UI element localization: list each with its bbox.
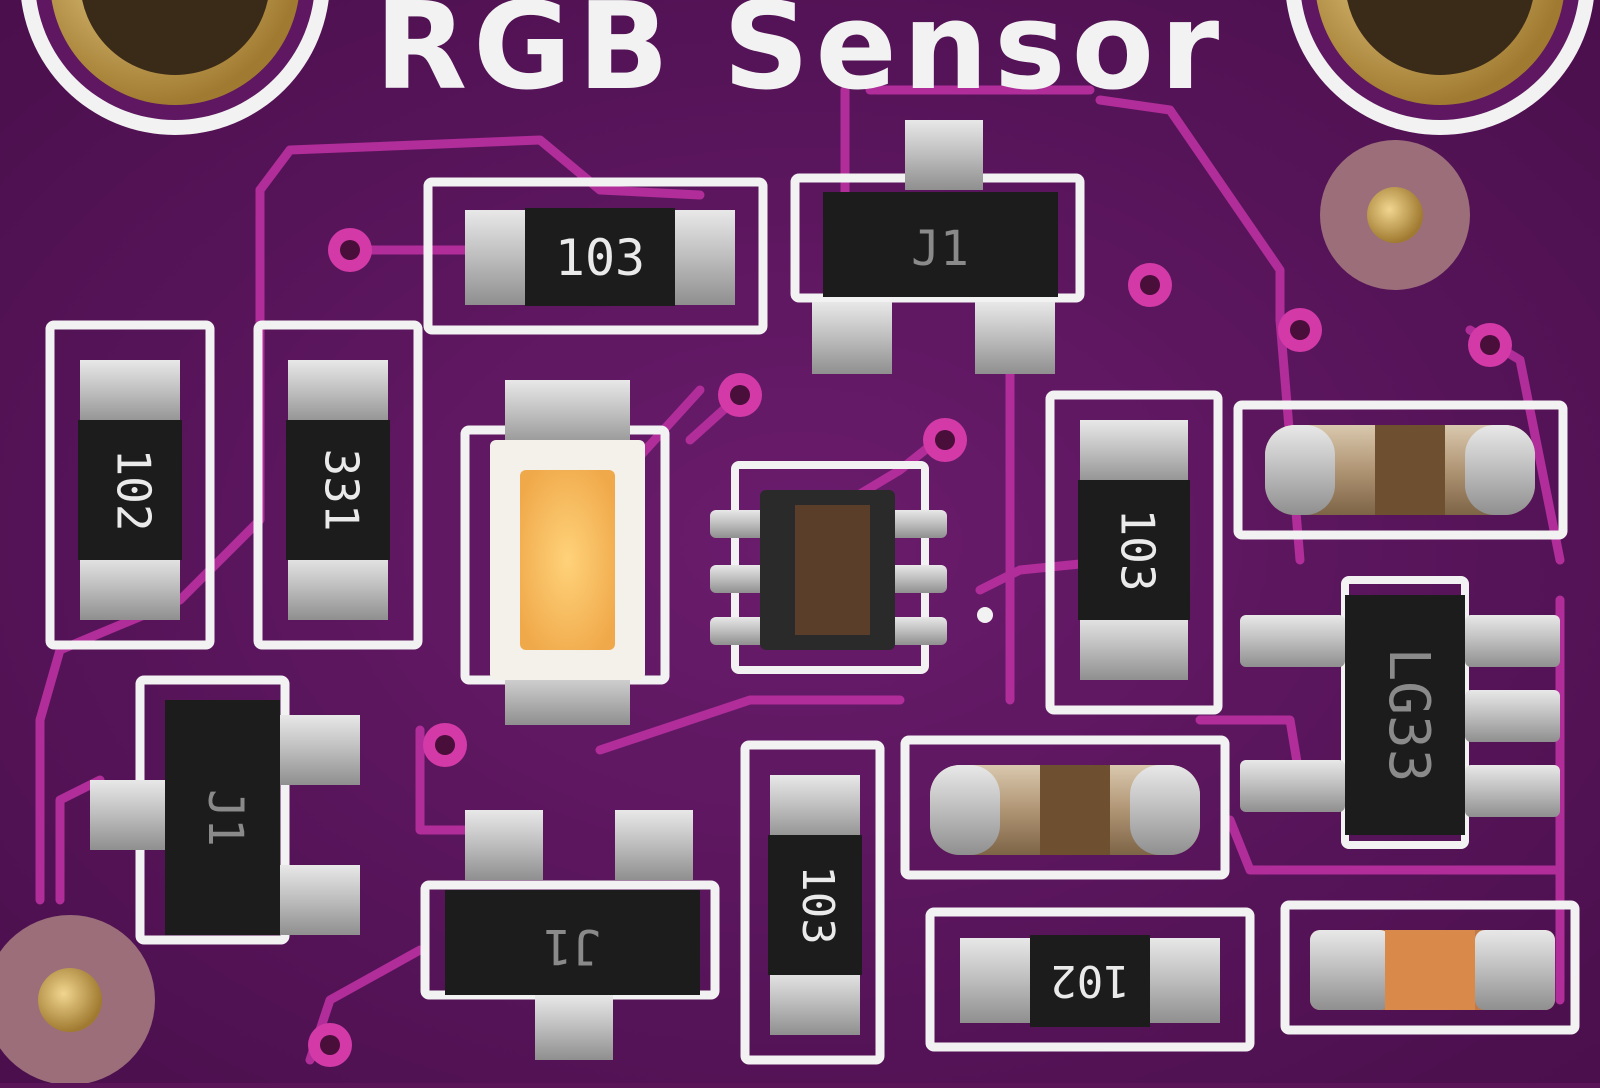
- resistor-mid-right-code: 103: [1111, 508, 1165, 591]
- transistor-top-label: J1: [911, 221, 969, 277]
- transistor-bottom-label: J1: [543, 918, 601, 974]
- resistor-left-1-code: 102: [107, 448, 161, 531]
- transistor-left-label: J1: [197, 789, 253, 847]
- resistor-bottom-mid: 103: [740, 740, 885, 1065]
- resistor-bottom-mid-code: 103: [792, 865, 843, 944]
- fiducial-right: [1320, 140, 1470, 290]
- board-title: RGB Sensor: [375, 0, 1225, 117]
- mounting-hole-top-left: [21, 0, 329, 135]
- transistor-top: J1: [790, 120, 1085, 374]
- color-sensor-chip: [710, 461, 993, 674]
- resistor-bottom-right-code: 102: [1050, 955, 1129, 1006]
- transistor-bottom: J1: [420, 810, 720, 1060]
- white-led: [460, 380, 670, 725]
- capacitor-top-right: [1233, 400, 1568, 540]
- regulator-label: LG33: [1376, 648, 1441, 783]
- resistor-left-1: 102: [45, 320, 215, 650]
- voltage-regulator: LG33: [1240, 576, 1560, 849]
- mounting-hole-top-right: [1286, 0, 1594, 135]
- fiducial-bottom-left: [0, 915, 155, 1085]
- capacitor-bottom-right: [1280, 900, 1580, 1035]
- resistor-top-code: 103: [555, 229, 645, 287]
- vias: [308, 228, 1512, 1067]
- resistor-top: 103: [423, 177, 768, 335]
- resistor-left-2-code: 331: [315, 448, 369, 531]
- resistor-left-2: 331: [253, 320, 423, 650]
- transistor-left: J1: [90, 675, 360, 945]
- capacitor-bottom-mid: [900, 735, 1230, 880]
- resistor-mid-right: 103: [1045, 390, 1223, 715]
- resistor-bottom-right: 102: [925, 907, 1255, 1052]
